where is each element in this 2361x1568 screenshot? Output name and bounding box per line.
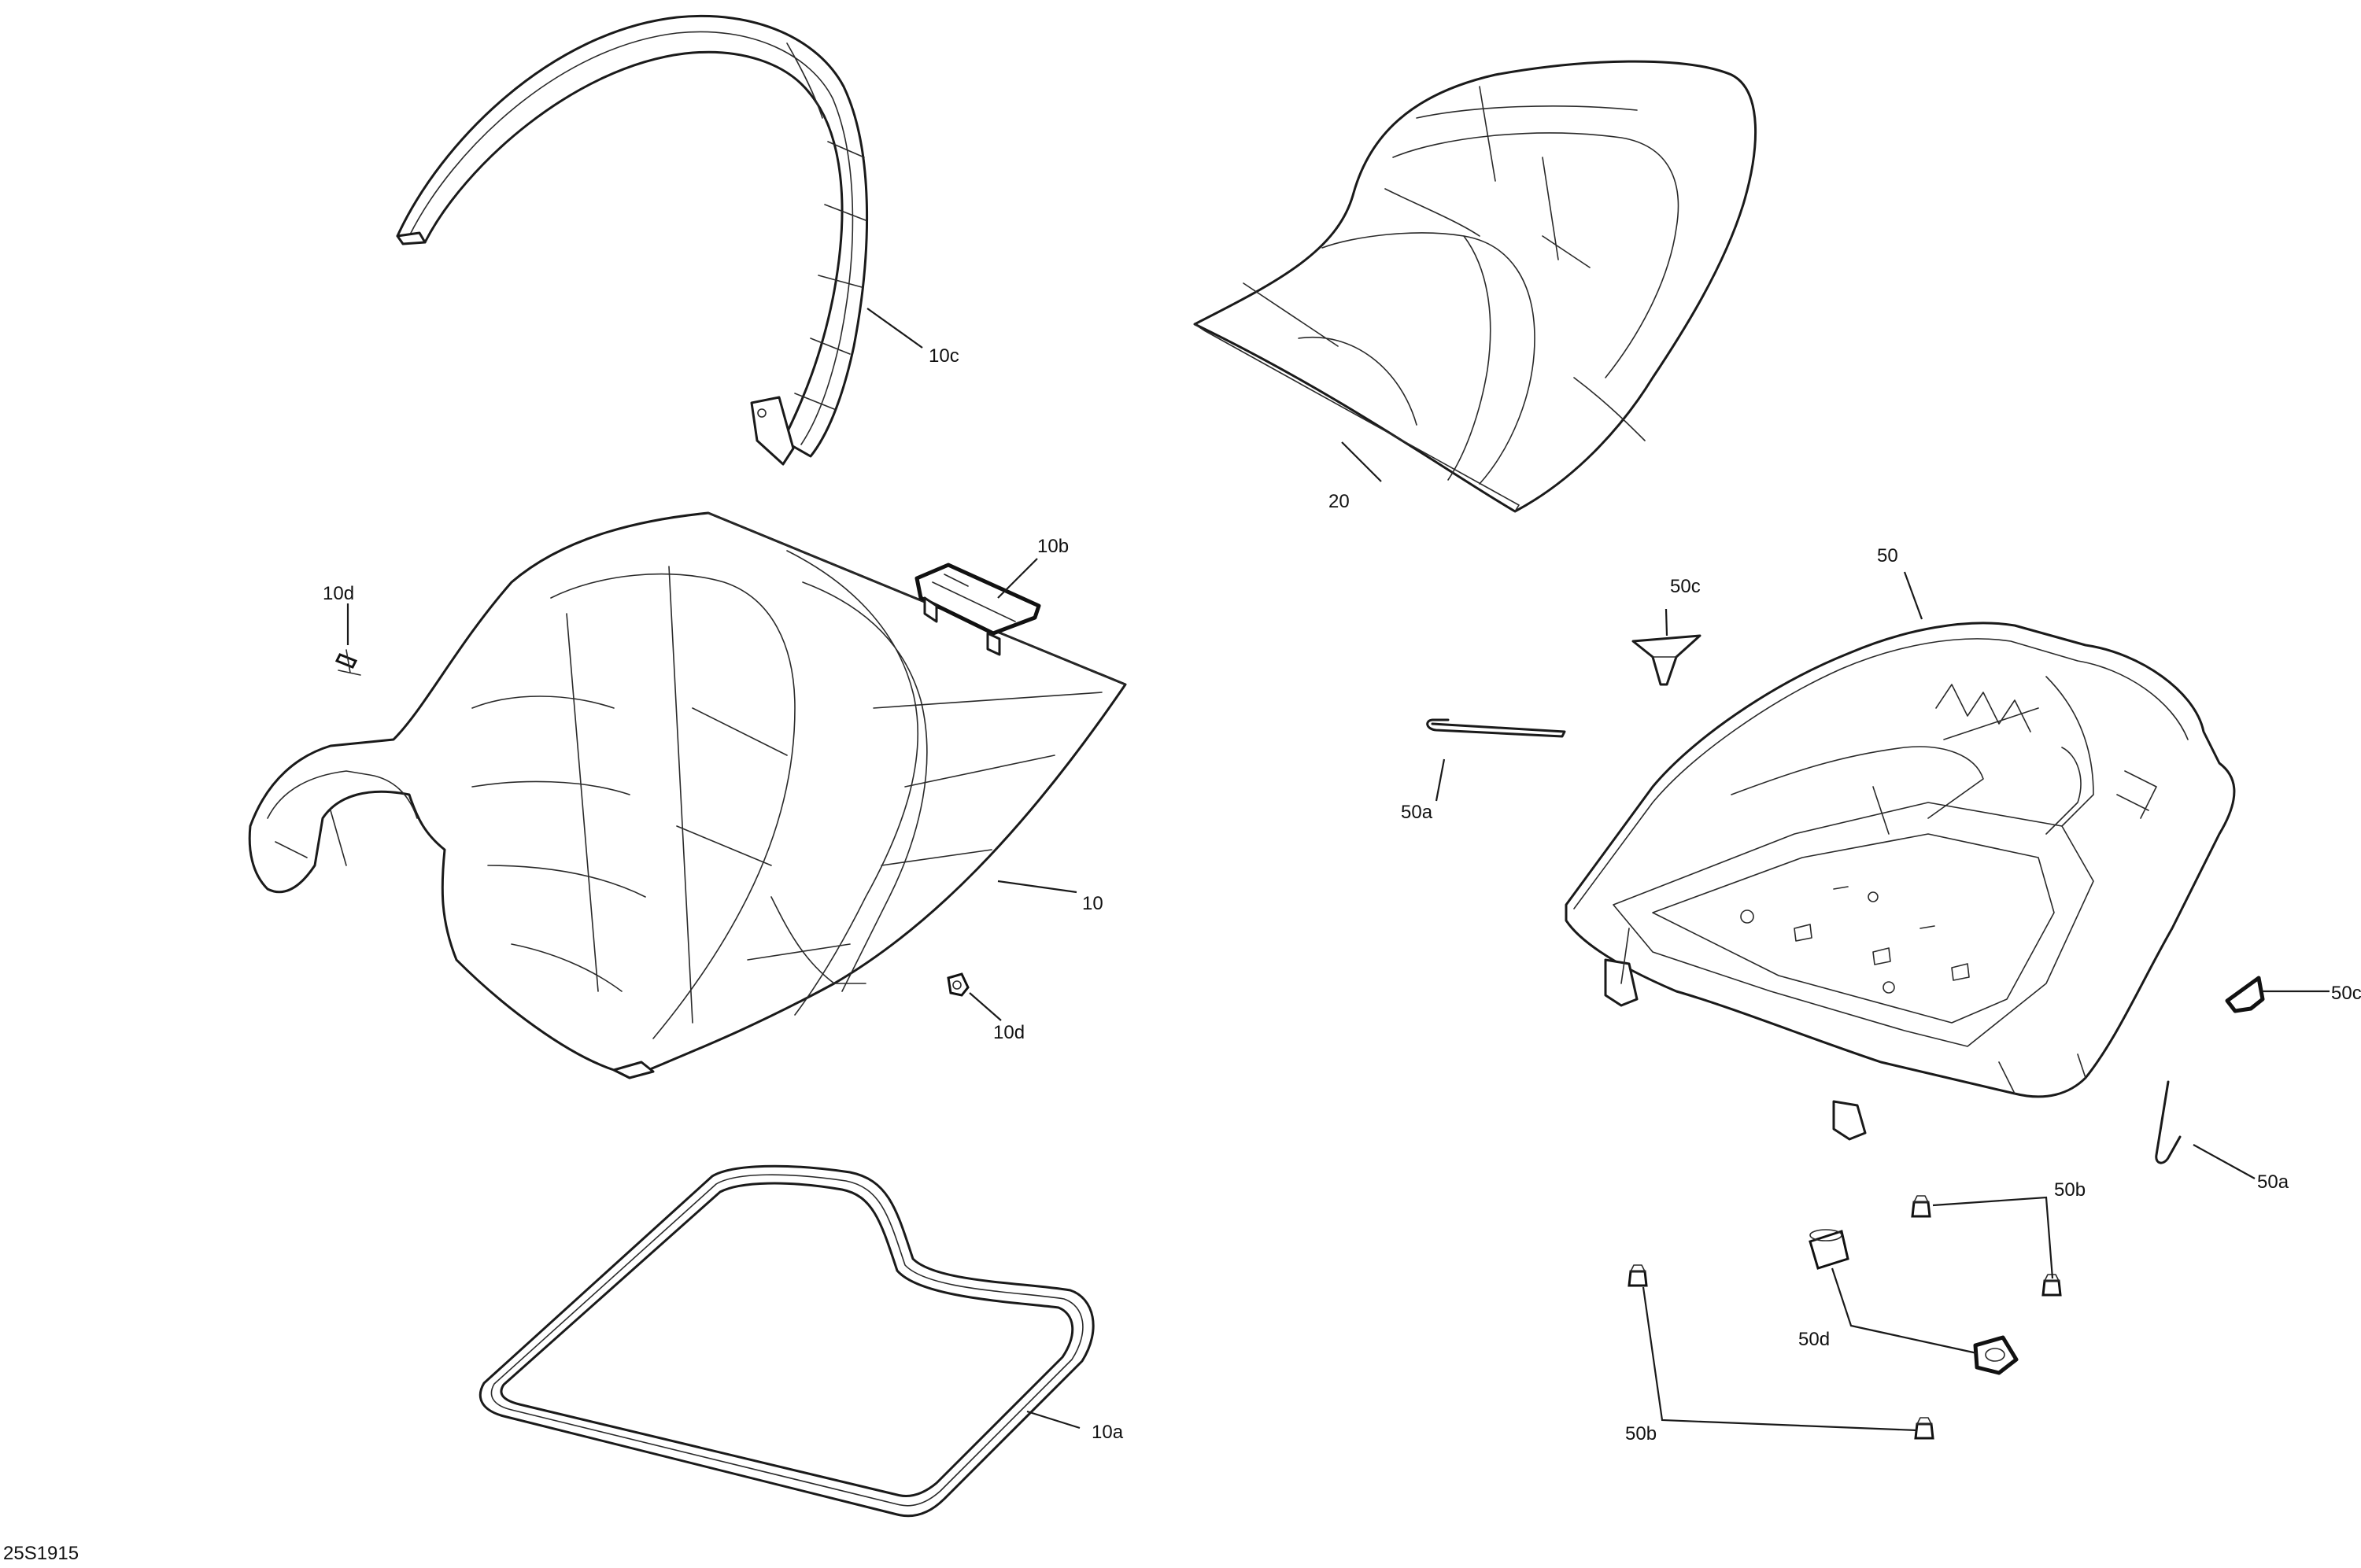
part-10d-rivet-top <box>334 649 361 676</box>
part-50d-nut-2 <box>1973 1335 2019 1375</box>
part-50a-pin-left <box>1426 718 1566 738</box>
part-50b-nut-3 <box>1628 1264 1648 1287</box>
leader-lines <box>346 308 2330 1432</box>
callout-50a-left: 50a <box>1401 802 1433 823</box>
callout-50b-bottom: 50b <box>1625 1423 1657 1444</box>
callout-10d-top: 10d <box>323 583 354 604</box>
part-10b-latch <box>914 563 1041 656</box>
callout-50b-top: 50b <box>2054 1179 2086 1201</box>
callout-10d-bottom: 10d <box>993 1022 1025 1043</box>
callout-20: 20 <box>1328 491 1350 512</box>
part-20-seat-cover <box>1193 60 1757 513</box>
diagram-code: 25S1915 <box>3 1543 79 1564</box>
part-50a-pin-right <box>2155 1080 2182 1164</box>
part-10d-rivet-bottom <box>947 972 970 997</box>
callout-10: 10 <box>1082 893 1103 914</box>
callout-50c-right: 50c <box>2331 983 2361 1004</box>
part-50c-clip-top <box>1631 634 1701 686</box>
part-10-seat <box>248 511 1127 1079</box>
callout-50c-top: 50c <box>1670 576 1701 597</box>
part-50c-clip-right <box>2225 976 2265 1013</box>
part-50-seat-base <box>1565 622 2236 1141</box>
callout-10b: 10b <box>1037 536 1069 557</box>
callout-50d: 50d <box>1798 1329 1830 1350</box>
part-50b-nut-1 <box>1911 1195 1931 1218</box>
part-10c-strap <box>396 14 869 466</box>
part-50b-nut-4 <box>1914 1417 1934 1440</box>
part-50b-nut-2 <box>2041 1274 2062 1297</box>
part-50d-nut-1 <box>1809 1229 1849 1270</box>
part-10a-seal <box>478 1164 1095 1518</box>
callout-50: 50 <box>1877 545 1898 566</box>
callout-10a: 10a <box>1092 1422 1124 1443</box>
callout-labels: 10c 20 10b 10d 10 10d 10a 50 50c 50a 50c… <box>323 345 2361 1444</box>
callout-50a-right: 50a <box>2257 1171 2289 1193</box>
callout-10c: 10c <box>929 345 959 367</box>
